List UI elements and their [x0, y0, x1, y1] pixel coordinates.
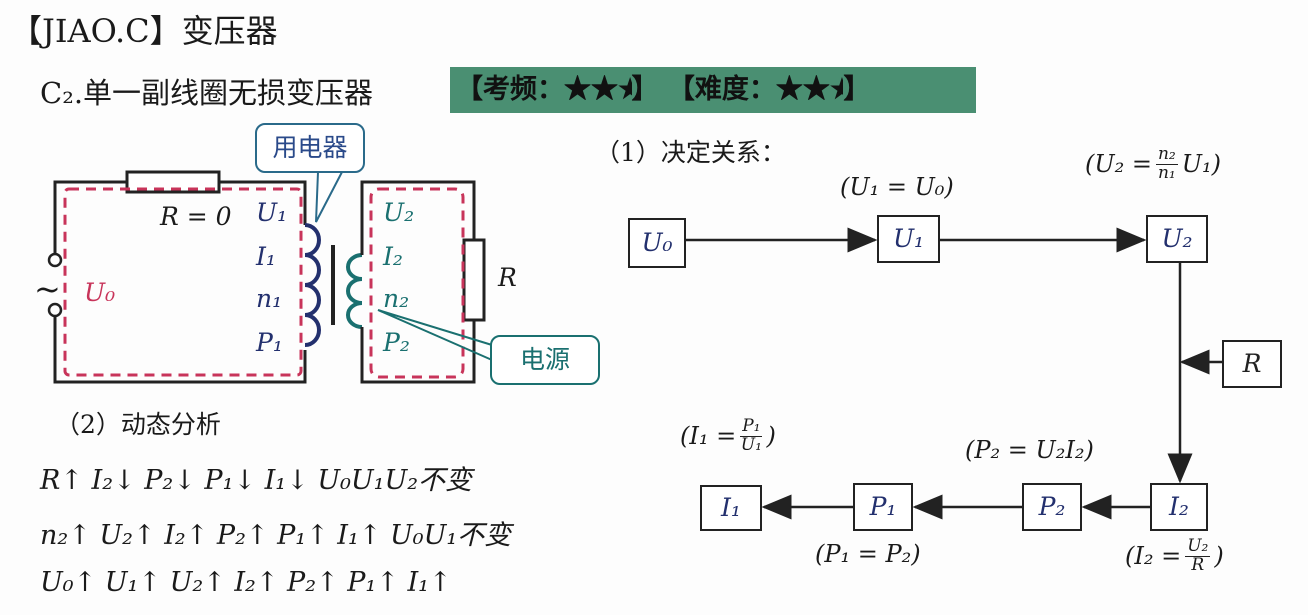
node-i2: I₂	[1150, 483, 1208, 531]
source-callout: 电源	[490, 335, 600, 385]
half-star-icon: ★	[618, 74, 632, 105]
star-icon: ★	[802, 74, 830, 105]
node-r: R	[1222, 340, 1282, 388]
frequency-label: 【考频：	[456, 74, 564, 105]
flow-arrows	[686, 227, 1222, 520]
secondary-label-n2: n₂	[383, 284, 410, 313]
denominator: U₁	[740, 434, 762, 455]
formula-p2: (P₂ = U₂I₂)	[965, 436, 1094, 464]
secondary-label-u2: U₂	[383, 198, 415, 227]
secondary-circuit	[360, 180, 476, 384]
bracket-close: 】	[843, 74, 871, 105]
formula-prefix: (I₁ =	[680, 422, 737, 451]
difficulty-label: 【难度：	[667, 74, 776, 105]
frequency-stars: ★★★	[564, 74, 632, 105]
secondary-label-i2: I₂	[383, 242, 403, 271]
primary-label-p1: P₁	[256, 328, 283, 357]
bracket-close: 】	[631, 74, 659, 105]
primary-label-u1: U₁	[256, 198, 288, 227]
half-star-icon: ★	[829, 74, 844, 105]
load-resistor-label: R	[498, 263, 517, 292]
node-u0: U₀	[628, 218, 686, 268]
star-icon: ★	[591, 74, 618, 105]
node-p2: P₂	[1022, 483, 1082, 531]
analysis-line-3: U₀↑ U₁↑ U₂↑ I₂↑ P₂↑ P₁↑ I₁↑	[40, 567, 452, 598]
formula-suffix: )	[1214, 542, 1224, 571]
section-subtitle: C₂.单一副线圈无损变压器	[40, 76, 374, 110]
analysis-line-2: n₂↑ U₂↑ I₂↑ P₂↑ P₁↑ I₁↑ U₀U₁不变	[40, 520, 512, 551]
source-terminal-top	[47, 252, 63, 268]
load-resistor	[462, 238, 486, 322]
secondary-coil	[346, 253, 363, 329]
numerator: U₂	[1185, 536, 1211, 557]
load-callout: 用电器	[255, 123, 365, 173]
secondary-dashed-loop	[369, 187, 465, 379]
denominator: n₁	[1157, 162, 1176, 183]
formula-prefix: (U₂ =	[1085, 150, 1152, 179]
denominator: R	[1191, 554, 1205, 575]
numerator: P₁	[740, 416, 763, 437]
primary-coil	[304, 223, 321, 347]
secondary-label-p2: P₂	[383, 328, 410, 357]
node-u1: U₁	[877, 215, 940, 263]
relation-heading: （1）决定关系：	[595, 138, 786, 167]
primary-resistance-label: R = 0	[160, 202, 232, 231]
node-p1: P₁	[853, 483, 913, 531]
page-title: 【JIAO.C】变压器	[10, 12, 278, 50]
source-callout-pointer	[377, 309, 493, 361]
formula-prefix: (I₂ =	[1125, 542, 1182, 571]
numerator: n₂	[1155, 144, 1178, 165]
load-callout-pointer	[315, 171, 343, 223]
source-terminal-bottom	[47, 302, 63, 318]
primary-label-n1: n₁	[256, 284, 283, 313]
formula-p1: (P₁ = P₂)	[815, 540, 921, 568]
star-icon: ★	[775, 74, 803, 105]
difficulty-stars: ★★★	[776, 74, 844, 105]
star-icon: ★	[564, 74, 591, 105]
analysis-heading: （2）动态分析	[55, 410, 221, 439]
node-i1: I₁	[700, 485, 762, 531]
formula-suffix: )	[766, 422, 776, 451]
ac-source-symbol: ~	[34, 270, 61, 308]
analysis-line-1: R↑ I₂↓ P₂↓ P₁↓ I₁↓ U₀U₁U₂不变	[40, 465, 473, 496]
rating-badge: 【考频：★★★】 【难度：★★★】	[450, 67, 976, 113]
formula-suffix: U₁)	[1181, 150, 1221, 179]
primary-dashed-loop	[63, 187, 303, 377]
primary-label-i1: I₁	[256, 242, 276, 271]
node-u2: U₂	[1146, 215, 1208, 263]
primary-resistor	[125, 170, 221, 194]
source-voltage-label: U₀	[84, 278, 116, 307]
formula-u1: (U₁ = U₀)	[840, 173, 954, 201]
